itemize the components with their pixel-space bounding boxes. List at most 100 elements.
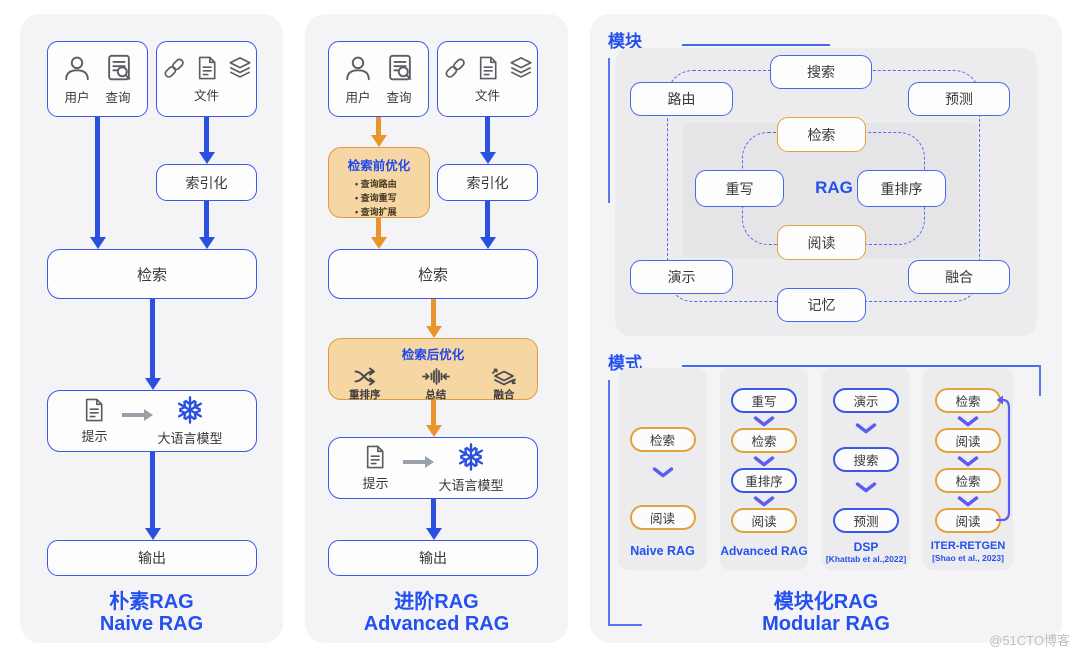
user-icon (345, 56, 370, 80)
llm-label: 大语言模型 (157, 431, 223, 446)
modules-heading-line (682, 44, 830, 46)
post-opt-item-fusion: 融合 (491, 367, 517, 402)
prompt-label: 提示 (81, 429, 108, 444)
step-label: 阅读 (955, 435, 981, 449)
module-rewrite-box: 重写 (695, 170, 784, 207)
module-predict-box: 预测 (908, 82, 1010, 116)
rerank-label: 重排序 (349, 389, 381, 401)
naive-output-box: 输出 (47, 540, 257, 576)
chevron-down-icon (652, 467, 673, 478)
arrow-user-to-preopt (376, 117, 381, 135)
rag-center-label: RAG (815, 178, 853, 197)
compress-wave-icon (421, 368, 450, 385)
naive-files-box: 文件 (156, 41, 257, 117)
naive-user-query-box: 用户 查询 (47, 41, 148, 117)
modules-left-guide-line (608, 58, 610, 203)
chevron-down-icon (957, 416, 979, 427)
document-icon (198, 56, 216, 79)
prompt-label: 提示 (362, 476, 389, 491)
arrow-user-to-retrieval (95, 117, 100, 237)
chevron-down-icon (855, 482, 877, 493)
pattern-name: ITER-RETGEN (930, 540, 1006, 552)
retrieval-label: 检索 (417, 266, 448, 284)
naive-rag-panel: 用户 查询 文件 索引化 检索 提示 (20, 14, 283, 643)
arrow-retrieval-to-postopt (431, 299, 436, 326)
module-demonstrate-box: 演示 (630, 260, 733, 294)
memory-module-label: 记忆 (807, 297, 836, 313)
step-label: 检索 (955, 475, 981, 489)
advanced-output-box: 输出 (328, 540, 538, 576)
pre-opt-bullet: 查询扩展 (355, 205, 429, 219)
chevron-down-icon (753, 456, 775, 467)
step-pill: 预测 (833, 508, 899, 533)
pattern-card-dsp: 演示 搜索 预测 DSP [Khattab et al.,2022] (822, 368, 910, 570)
arrow-postopt-to-prompt (431, 400, 436, 425)
naive-title-en: Naive RAG (99, 613, 204, 635)
files-icons (161, 55, 253, 81)
arrow-indexing-to-retrieval (485, 201, 490, 237)
chevron-down-icon (855, 423, 877, 434)
snowflake-frozen-icon (456, 442, 486, 472)
prompt-document-icon (86, 398, 104, 422)
patterns-heading-line (682, 365, 1041, 367)
pre-retrieval-optimization-box: 检索前优化 查询路由 查询重写 查询扩展 (328, 147, 430, 218)
modular-title-en: Modular RAG (762, 613, 890, 635)
pre-opt-title: 检索前优化 (347, 159, 411, 173)
module-routing-box: 路由 (630, 82, 733, 116)
arrow-preopt-to-retrieval (376, 218, 381, 237)
arrow-indexing-to-retrieval (204, 201, 209, 237)
advanced-indexing-box: 索引化 (437, 164, 538, 201)
step-label: 演示 (853, 395, 879, 409)
fusion-module-label: 融合 (945, 269, 973, 285)
step-pill: 阅读 (935, 428, 1001, 453)
pattern-name: Advanced RAG (720, 544, 808, 558)
step-pill: 检索 (935, 468, 1001, 493)
naive-prompt-llm-box: 提示 大语言模型 (47, 390, 257, 452)
step-label: 检索 (751, 435, 777, 449)
query-document-search-icon (107, 54, 130, 80)
snowflake-frozen-icon (175, 395, 205, 425)
llm-group: 大语言模型 (439, 442, 504, 494)
step-pill: 阅读 (935, 508, 1001, 533)
advanced-retrieval-box: 检索 (328, 249, 538, 299)
step-pill: 检索 (731, 428, 797, 453)
search-module-label: 搜索 (807, 64, 835, 80)
step-pill: 重写 (731, 388, 797, 413)
rewrite-module-label: 重写 (725, 180, 754, 197)
shuffle-icon (354, 367, 376, 386)
user-icon (64, 56, 89, 80)
gray-arrow-icon (402, 460, 425, 464)
pattern-name: DSP (853, 540, 879, 554)
step-label: 重写 (751, 395, 777, 409)
post-opt-item-summarize: 总结 (421, 367, 450, 402)
files-icons (442, 55, 534, 81)
pre-opt-bullet: 查询重写 (355, 191, 429, 205)
user-label: 用户 (345, 90, 371, 105)
user-query-icons (62, 53, 134, 83)
query-label: 查询 (386, 90, 412, 105)
step-pill: 重排序 (731, 468, 797, 493)
pattern-card-naive-rag: 检索 阅读 Naive RAG (618, 368, 707, 570)
demonstrate-module-label: 演示 (667, 269, 696, 285)
pattern-name: Naive RAG (630, 544, 695, 558)
layers-icon (228, 56, 251, 78)
pattern-citation: [Shao et al., 2023] (932, 553, 1004, 563)
layers-icon (509, 56, 532, 78)
advanced-rag-panel: 用户 查询 文件 检索前优化 查询路由 查询重写 查询扩展 索引化 (305, 14, 568, 643)
step-pill: 演示 (833, 388, 899, 413)
step-pill: 阅读 (731, 508, 797, 533)
module-read-box: 阅读 (777, 225, 866, 260)
user-label: 用户 (64, 90, 90, 105)
step-label: 阅读 (751, 515, 777, 529)
read-module-label: 阅读 (807, 234, 836, 251)
query-label: 查询 (105, 90, 131, 105)
modules-heading: 模块 (608, 32, 642, 51)
step-pill: 检索 (935, 388, 1001, 413)
advanced-prompt-llm-box: 提示 大语言模型 (328, 437, 538, 499)
chevron-down-icon (957, 496, 979, 507)
advanced-user-query-box: 用户 查询 (328, 41, 429, 117)
retrieval-module-label: 检索 (807, 126, 836, 143)
module-rerank-box: 重排序 (857, 170, 946, 207)
routing-module-label: 路由 (667, 91, 696, 107)
